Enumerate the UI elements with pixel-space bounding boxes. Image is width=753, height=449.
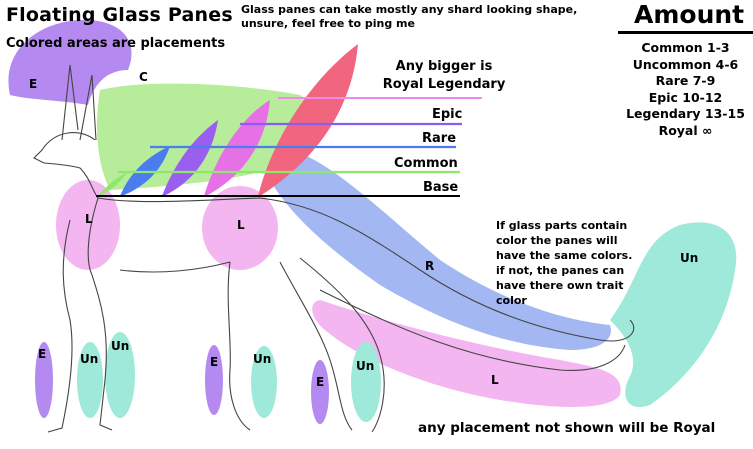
shard-common bbox=[98, 172, 128, 196]
zone-label-chest: L bbox=[85, 212, 93, 226]
zone-front-leg-inner bbox=[105, 332, 135, 418]
tier-label-common: Common bbox=[394, 156, 458, 171]
zone-tail-tip bbox=[610, 222, 737, 408]
zone-hip bbox=[202, 186, 278, 270]
shape-note: Glass panes can take mostly any shard lo… bbox=[241, 3, 578, 30]
zone-front-leg-mid bbox=[77, 342, 103, 418]
amount-item: Legendary 13-15 bbox=[626, 106, 745, 121]
subtitle: Colored areas are placements bbox=[6, 36, 226, 51]
tier-label-rare: Rare bbox=[422, 131, 457, 146]
zone-label-hip: L bbox=[237, 218, 245, 232]
amount-item: Royal ∞ bbox=[658, 122, 713, 138]
tier-label-base: Base bbox=[423, 180, 459, 195]
shard-royal bbox=[258, 44, 358, 196]
zone-label-hind-leg-outer: E bbox=[210, 355, 219, 369]
zone-chest bbox=[56, 180, 120, 270]
zone-front-leg-outer bbox=[35, 342, 53, 418]
zone-label-tail: R bbox=[425, 259, 435, 273]
zone-hind-leg-inner bbox=[311, 360, 329, 424]
bottom-note: any placement not shown will be Royal bbox=[418, 420, 716, 436]
amount-item: Common 1-3 bbox=[641, 40, 730, 55]
amount-list: Common 1-3 Uncommon 4-6 Rare 7-9 Epic 10… bbox=[618, 40, 753, 139]
zone-hind-leg-back bbox=[351, 342, 381, 422]
zone-label-tail-under: L bbox=[491, 373, 499, 387]
amount-item: Rare 7-9 bbox=[655, 73, 716, 88]
royal-note: Any bigger is Royal Legendary bbox=[382, 59, 506, 92]
zone-label-hind-leg-inner: E bbox=[316, 375, 325, 389]
tier-label-epic: Epic bbox=[432, 107, 463, 122]
zone-label-tail-tip: Un bbox=[680, 251, 699, 265]
zone-label-front-leg-outer: E bbox=[38, 347, 47, 361]
page-title: Floating Glass Panes bbox=[6, 4, 233, 26]
zone-hind-leg-mid bbox=[251, 346, 277, 418]
zone-label-hind-leg-back: Un bbox=[356, 359, 375, 373]
zone-tail bbox=[270, 150, 611, 350]
zone-label-back: C bbox=[139, 70, 148, 84]
amount-item: Uncommon 4-6 bbox=[632, 56, 739, 72]
zone-hind-leg-outer bbox=[205, 345, 223, 415]
shard-epic bbox=[162, 120, 218, 196]
zone-head-crest bbox=[8, 19, 132, 105]
amount-divider bbox=[618, 31, 753, 34]
zone-label-hind-leg-mid: Un bbox=[253, 352, 272, 366]
amount-title: Amount bbox=[634, 0, 745, 29]
amount-item: Epic 10-12 bbox=[648, 89, 723, 105]
color-note: If glass parts contain color the panes w… bbox=[496, 219, 633, 307]
zone-label-front-leg-mid: Un bbox=[80, 352, 99, 366]
zone-tail-under bbox=[312, 300, 621, 407]
creature-lineart bbox=[33, 64, 635, 433]
zone-label-head-crest: E bbox=[29, 77, 38, 91]
zone-label-front-leg-inner: Un bbox=[111, 339, 130, 353]
